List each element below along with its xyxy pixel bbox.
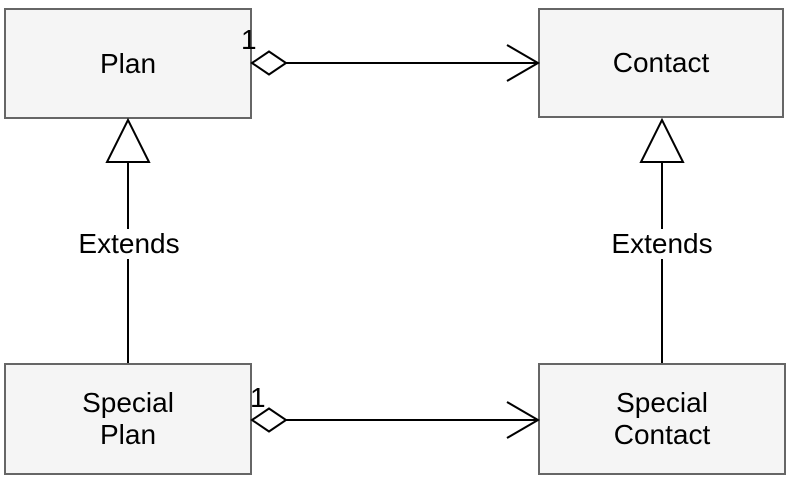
edge-aggregation-special-plan-special-contact bbox=[250, 401, 540, 439]
hollow-triangle-icon bbox=[105, 117, 151, 163]
extends-label-left: Extends bbox=[75, 229, 183, 259]
class-node-special-plan: Special Plan bbox=[4, 363, 252, 475]
class-node-plan-label: Plan bbox=[99, 47, 157, 79]
extends-label-right: Extends bbox=[608, 229, 716, 259]
class-node-contact-label: Contact bbox=[612, 47, 710, 78]
hollow-triangle-icon bbox=[639, 117, 685, 163]
multiplicity-label-plan-contact: 1 bbox=[241, 24, 257, 55]
class-node-special-contact: Special Contact bbox=[538, 363, 786, 475]
class-node-special-plan-label: Special Plan bbox=[82, 387, 174, 450]
open-arrowhead-icon bbox=[506, 401, 540, 439]
multiplicity-label-special-plan-special-contact: 1 bbox=[250, 382, 266, 413]
class-node-contact: Contact bbox=[538, 8, 784, 118]
open-arrowhead-icon bbox=[506, 44, 540, 82]
hollow-diamond-icon bbox=[250, 50, 288, 76]
class-node-special-contact-label: Special Contact bbox=[613, 387, 711, 450]
class-node-plan: Plan bbox=[4, 8, 252, 119]
edge-aggregation-plan-contact bbox=[250, 44, 540, 82]
